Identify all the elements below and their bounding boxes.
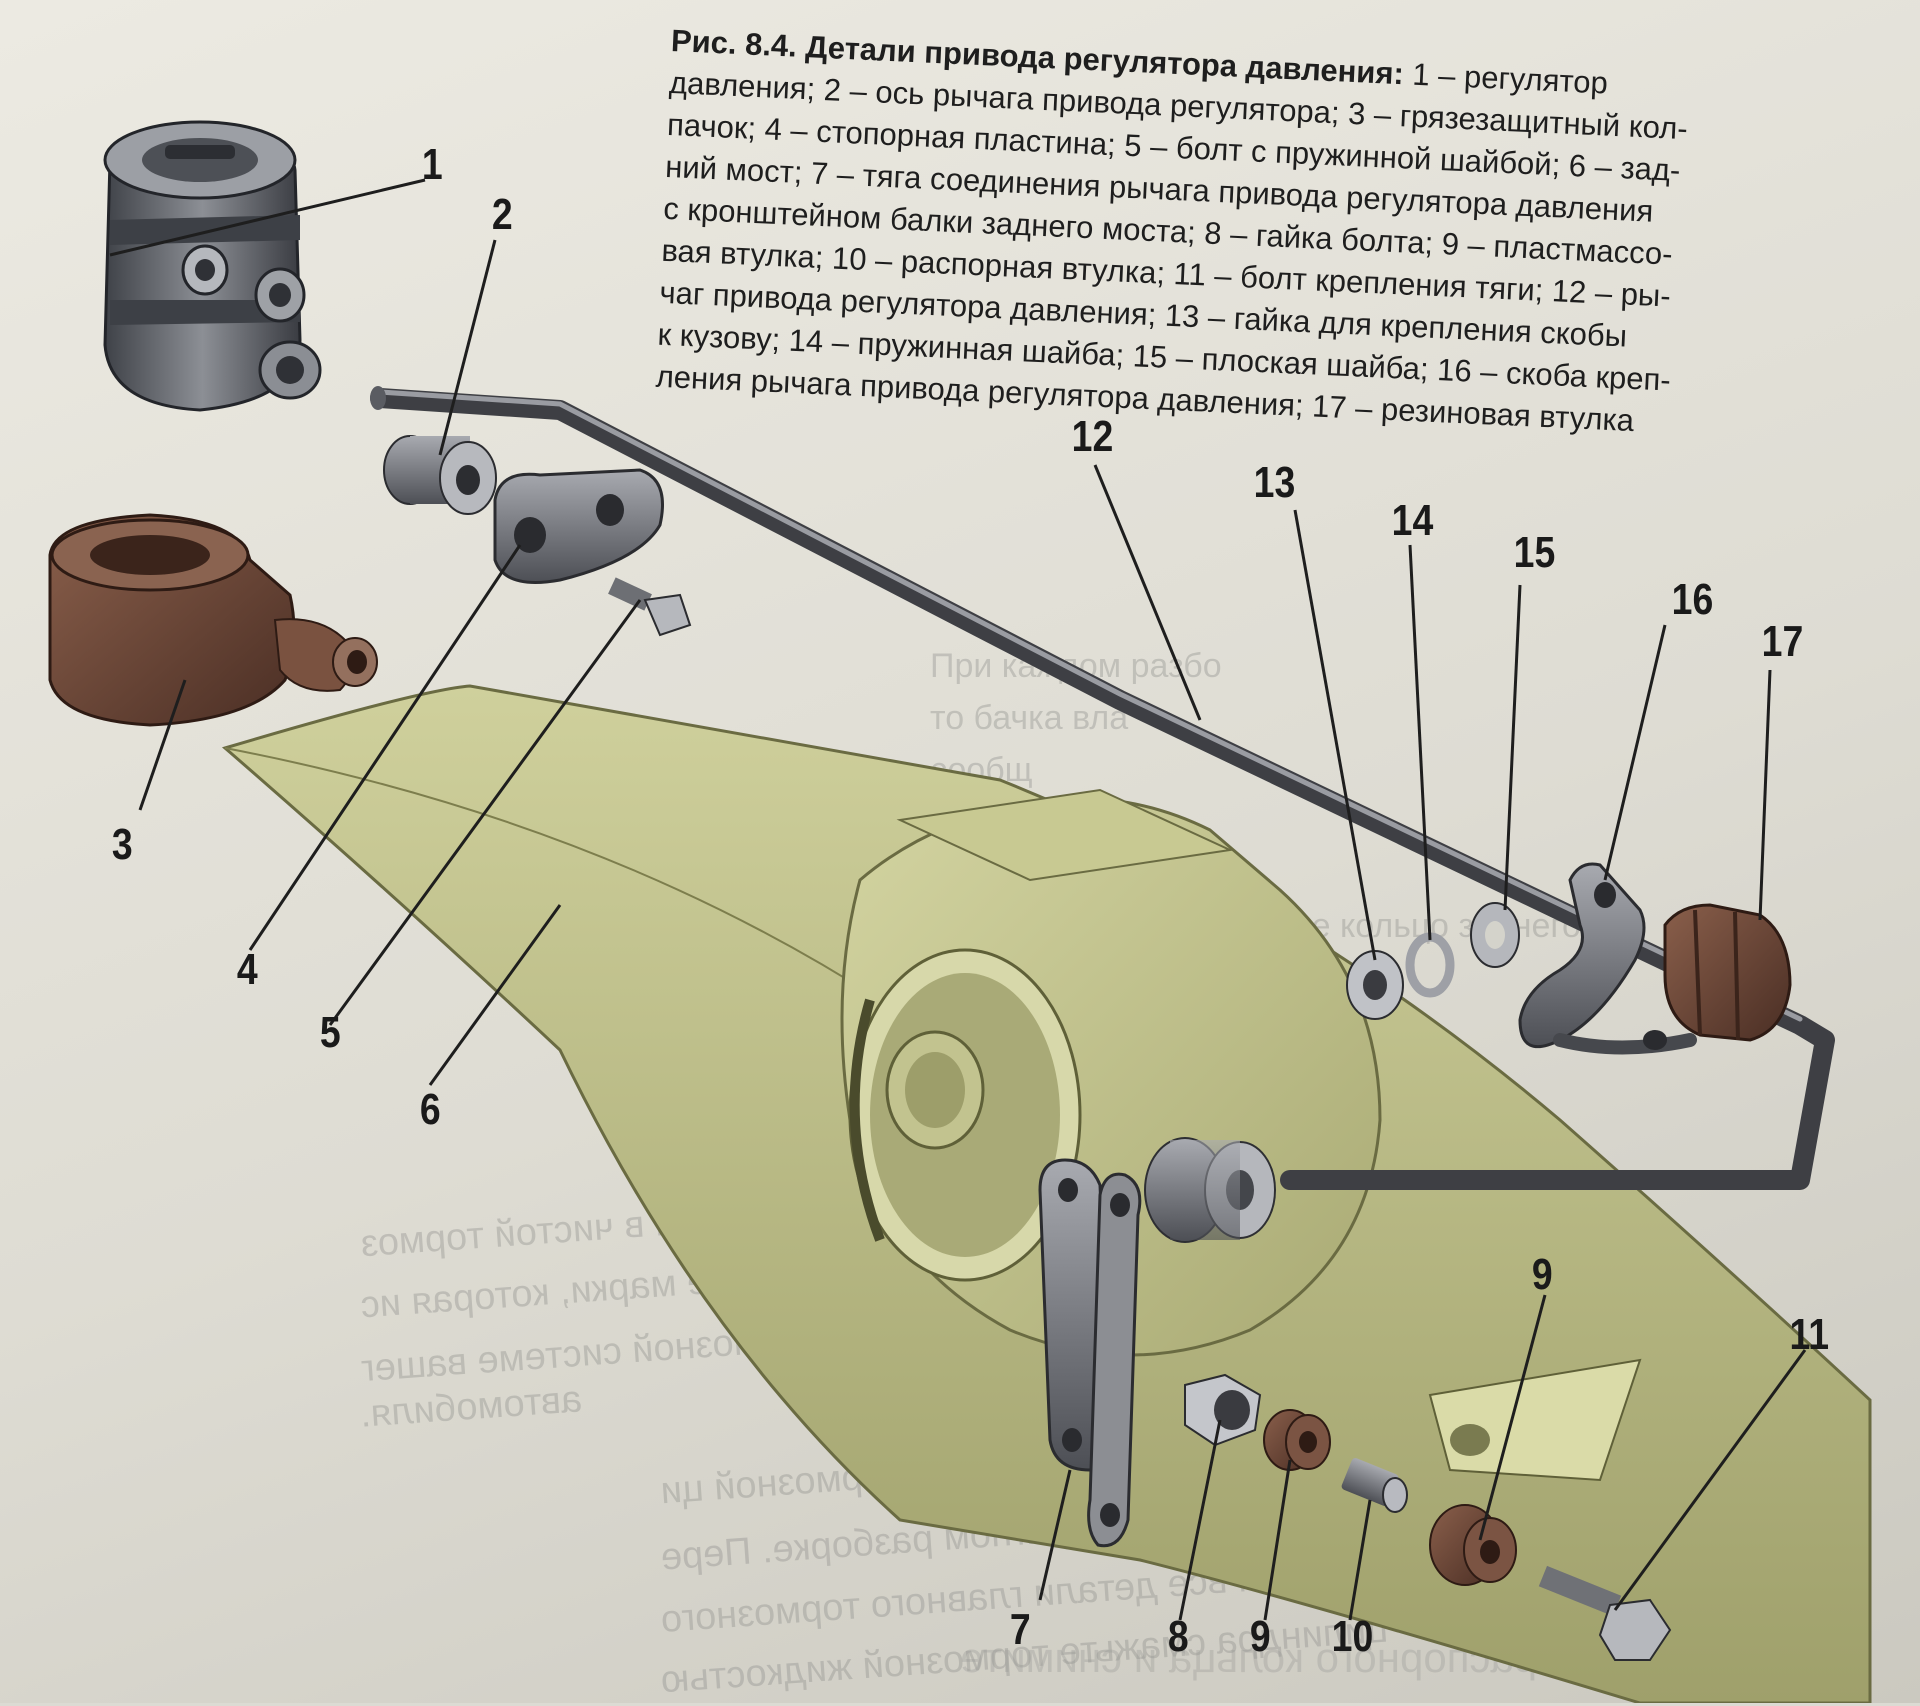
rod-end-bushing bbox=[1144, 1137, 1276, 1243]
lever-axle bbox=[383, 435, 497, 515]
callout-7: 7 bbox=[1009, 1605, 1031, 1654]
spacer-bushing bbox=[1341, 1458, 1408, 1513]
callout-17: 17 bbox=[1761, 617, 1804, 666]
lever-mounting-bracket bbox=[1518, 862, 1697, 1055]
callout-leaders bbox=[109, 178, 1807, 1621]
callout-10: 10 bbox=[1331, 1612, 1374, 1661]
callout-5: 5 bbox=[319, 1008, 341, 1057]
rod-fastening-bolt bbox=[1538, 1565, 1672, 1661]
plastic-bushing-left bbox=[1263, 1409, 1331, 1471]
callout-1: 1 bbox=[421, 140, 443, 189]
caption-text: 1 – регулятор bbox=[1411, 56, 1609, 101]
callout-4: 4 bbox=[236, 945, 258, 994]
callout-6: 6 bbox=[419, 1085, 441, 1134]
locking-plate bbox=[493, 468, 664, 584]
dust-cap bbox=[48, 513, 378, 727]
callout-11: 11 bbox=[1789, 1310, 1830, 1359]
callout-8: 8 bbox=[1167, 1612, 1189, 1661]
callout-14: 14 bbox=[1391, 496, 1434, 545]
callout-12: 12 bbox=[1071, 412, 1114, 461]
bolt-with-spring-washer bbox=[608, 577, 692, 637]
plastic-bushing-right bbox=[1429, 1504, 1517, 1586]
rubber-bushing bbox=[1663, 903, 1792, 1042]
callout-2: 2 bbox=[491, 190, 513, 239]
callout-15: 15 bbox=[1513, 528, 1556, 577]
background-text-line: то бачка вла bbox=[930, 699, 1129, 737]
callout-9-right: 9 bbox=[1531, 1250, 1553, 1299]
bolt-nut bbox=[1184, 1373, 1262, 1447]
figure-caption: Рис. 8.4. Детали привода регулятора давл… bbox=[655, 20, 1901, 453]
body-bracket-nut bbox=[1346, 950, 1404, 1020]
callout-13: 13 bbox=[1253, 458, 1296, 507]
pressure-regulator bbox=[103, 120, 322, 412]
callout-9-left: 9 bbox=[1249, 1612, 1271, 1661]
callout-16: 16 bbox=[1671, 575, 1714, 624]
callout-3: 3 bbox=[111, 820, 133, 869]
spring-washer bbox=[1405, 932, 1455, 998]
connecting-link bbox=[1038, 1158, 1142, 1548]
flat-washer bbox=[1470, 902, 1520, 968]
